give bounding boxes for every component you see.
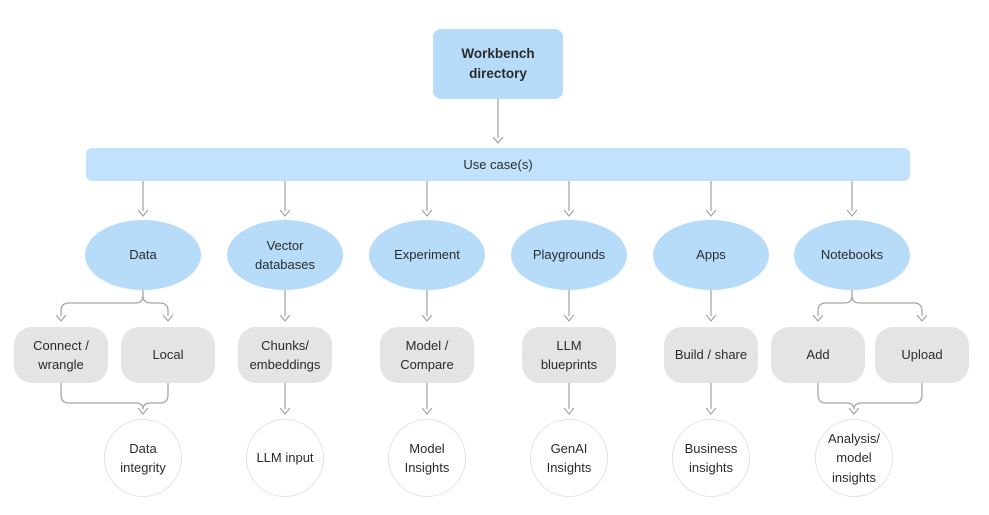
node-add: Add: [771, 327, 865, 383]
node-workbench-directory: Workbench directory: [433, 29, 563, 99]
arrow-bar-to-playgrounds: [563, 180, 575, 217]
node-vector-databases: Vector databases: [227, 220, 343, 290]
node-connect-wrangle: Connect / wrangle: [14, 327, 108, 383]
arrow-merge-to-data-integrity: [60, 382, 169, 415]
node-notebooks: Notebooks: [794, 220, 910, 290]
node-genai-insights: GenAI Insights: [530, 419, 608, 497]
arrow-build-share-to-business-insights: [705, 382, 717, 415]
node-model-compare: Model / Compare: [380, 327, 474, 383]
arrow-bar-to-experiment: [421, 180, 433, 217]
node-chunks-embeddings: Chunks/ embeddings: [238, 327, 332, 383]
arrow-bar-to-apps: [705, 180, 717, 217]
arrow-playgrounds-to-llm-blueprints: [563, 289, 575, 322]
arrow-llm-blueprints-to-genai-insights: [563, 382, 575, 415]
node-model-insights: Model Insights: [388, 419, 466, 497]
arrow-bar-to-vector-databases: [279, 180, 291, 217]
node-data-integrity: Data integrity: [104, 419, 182, 497]
arrow-bar-to-notebooks: [846, 180, 858, 217]
arrow-bar-to-data: [137, 180, 149, 217]
arrow-chunks-to-llm-input: [279, 382, 291, 415]
arrow-experiment-to-model-compare: [421, 289, 433, 322]
node-apps: Apps: [653, 220, 769, 290]
node-upload: Upload: [875, 327, 969, 383]
node-llm-input: LLM input: [246, 419, 324, 497]
arrow-model-compare-to-model-insights: [421, 382, 433, 415]
node-analysis-model-insights: Analysis/ model insights: [815, 419, 893, 497]
node-local: Local: [121, 327, 215, 383]
arrow-merge-to-analysis-insights: [817, 382, 923, 415]
node-experiment: Experiment: [369, 220, 485, 290]
node-data: Data: [85, 220, 201, 290]
node-playgrounds: Playgrounds: [511, 220, 627, 290]
arrow-apps-to-build-share: [705, 289, 717, 322]
node-business-insights: Business insights: [672, 419, 750, 497]
node-use-cases-bar: Use case(s): [86, 148, 910, 181]
arrow-vector-databases-to-chunks: [279, 289, 291, 322]
arrow-root-to-bar: [492, 98, 504, 144]
arrow-notebooks-split: [812, 289, 928, 322]
arrow-data-split: [55, 289, 174, 322]
node-build-share: Build / share: [664, 327, 758, 383]
node-llm-blueprints: LLM blueprints: [522, 327, 616, 383]
